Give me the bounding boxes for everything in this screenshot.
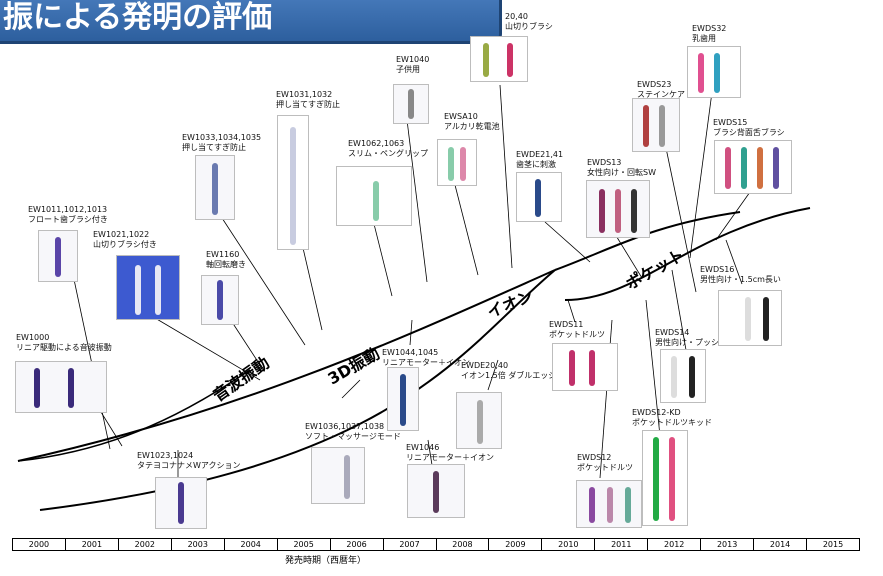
product-image (714, 140, 792, 194)
branch-label-sonic: 音波振動 (209, 353, 272, 405)
year-tick: 2015 (822, 540, 844, 549)
year-tick: 2000 (13, 539, 66, 550)
product-image (576, 480, 642, 528)
product-image (552, 343, 618, 391)
year-tick: 2010 (542, 539, 596, 550)
product-image (387, 367, 419, 431)
product-image (632, 98, 680, 152)
axis-caption: 発売時期（西暦年） (285, 556, 367, 566)
product-image (642, 430, 688, 526)
year-tick: 2008 (437, 539, 490, 550)
product-image (586, 180, 650, 238)
product-image (311, 447, 365, 504)
product-image (516, 172, 562, 222)
year-tick: 2004 (225, 539, 278, 550)
title-banner: 振による発明の評価 (0, 0, 502, 44)
year-axis: 2000 2001 2002 2003 2004 2005 2006 2007 … (12, 538, 860, 551)
product-image (407, 464, 465, 518)
product-image (336, 166, 412, 226)
branch-label-ion: イオン (484, 286, 536, 322)
branch-label-3d: 3D振動 (325, 344, 383, 389)
year-tick: 2012 (648, 539, 702, 550)
title-text: 振による発明の評価 (3, 0, 273, 35)
year-tick: 2011 (595, 539, 649, 550)
year-tick: 2003 (172, 539, 225, 550)
product-image (155, 477, 207, 529)
product-image (15, 361, 107, 413)
product-image (456, 392, 502, 449)
product-image (393, 84, 429, 124)
year-tick: 2009 (489, 539, 543, 550)
branch-label-pocket: ポケット (623, 245, 688, 293)
product-image (277, 115, 309, 250)
year-tick: 2005 (278, 539, 331, 550)
product-image (116, 255, 180, 320)
product-image (718, 290, 782, 346)
product-image (660, 349, 706, 403)
year-tick: 2006 (331, 539, 384, 550)
year-tick: 2007 (384, 539, 437, 550)
year-tick: 2014 (754, 539, 808, 550)
year-tick: 2002 (119, 539, 172, 550)
product-image (195, 155, 235, 220)
product-image (437, 139, 477, 186)
product-image (38, 230, 78, 282)
year-tick: 2001 (66, 539, 119, 550)
product-image (687, 46, 741, 98)
year-tick: 2013 (701, 539, 755, 550)
product-image (470, 36, 528, 82)
product-image (201, 275, 239, 325)
